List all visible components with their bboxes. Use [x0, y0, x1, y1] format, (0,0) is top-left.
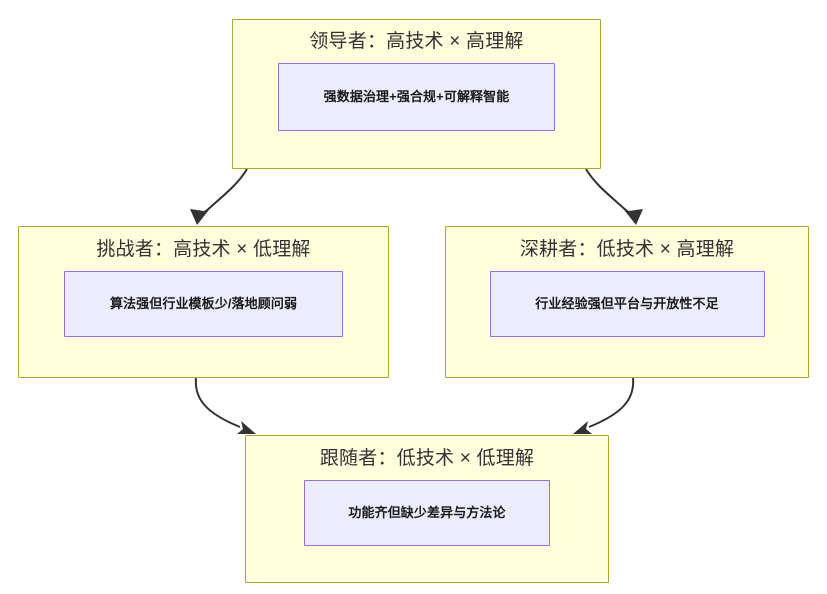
- node-leader-detail-box[interactable]: 强数据治理+强合规+可解释智能: [278, 63, 555, 131]
- node-follower-title: 跟随者：低技术 × 低理解: [319, 448, 535, 469]
- node-leader-detail-label: 强数据治理+强合规+可解释智能: [323, 89, 510, 104]
- edge-cultivator-to-follower: [573, 377, 635, 434]
- edge-leader-to-challenger: [190, 168, 248, 225]
- edge-leader-to-cultivator: [585, 168, 643, 225]
- node-follower-detail-box[interactable]: 功能齐但缺少差异与方法论: [304, 480, 550, 546]
- node-challenger-detail-box[interactable]: 算法强但行业模板少/落地顾问弱: [64, 271, 343, 337]
- node-cultivator-title: 深耕者：低技术 × 高理解: [519, 239, 735, 260]
- node-challenger-detail-label: 算法强但行业模板少/落地顾问弱: [109, 296, 298, 311]
- node-cultivator[interactable]: 深耕者：低技术 × 高理解 行业经验强但平台与开放性不足: [445, 226, 809, 378]
- node-cultivator-detail-label: 行业经验强但平台与开放性不足: [535, 296, 719, 311]
- node-follower-detail-label: 功能齐但缺少差异与方法论: [348, 505, 506, 520]
- node-leader-title: 领导者：高技术 × 高理解: [309, 31, 524, 52]
- node-challenger-title: 挑战者：高技术 × 低理解: [96, 239, 311, 260]
- node-follower[interactable]: 跟随者：低技术 × 低理解 功能齐但缺少差异与方法论: [245, 435, 609, 583]
- edge-challenger-to-follower: [194, 377, 256, 434]
- node-cultivator-detail-box[interactable]: 行业经验强但平台与开放性不足: [489, 271, 765, 337]
- node-challenger[interactable]: 挑战者：高技术 × 低理解 算法强但行业模板少/落地顾问弱: [18, 226, 389, 378]
- node-leader[interactable]: 领导者：高技术 × 高理解 强数据治理+强合规+可解释智能: [232, 19, 601, 169]
